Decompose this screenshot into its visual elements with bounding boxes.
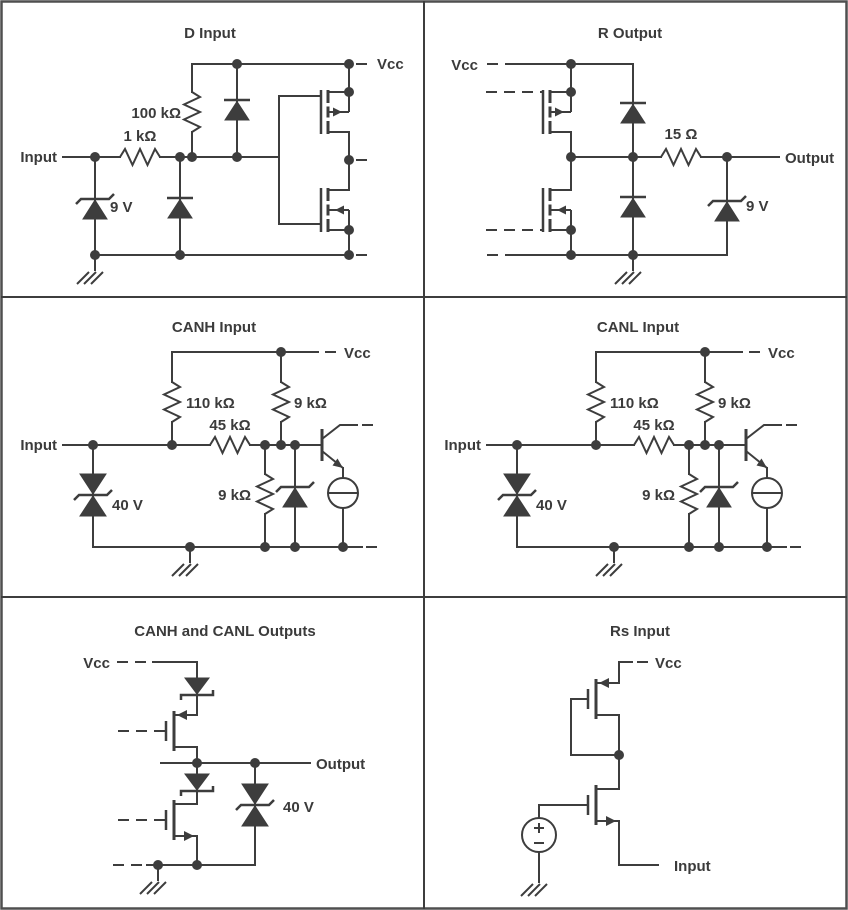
panel-title: CANH Input	[172, 319, 256, 336]
tvs-value: 40 V	[536, 497, 567, 514]
tvs-value: 40 V	[283, 799, 314, 816]
vcc-label: Vcc	[768, 345, 795, 362]
resistor-value: 9 kΩ	[718, 395, 751, 412]
canl-circuit	[487, 347, 804, 576]
input-label: Input	[20, 149, 57, 166]
resistor-symbol	[163, 381, 181, 423]
mosfet-symbol	[319, 186, 351, 234]
resistor-symbol	[119, 148, 161, 166]
panel-title: Rs Input	[610, 623, 670, 640]
panel-title: R Output	[598, 25, 662, 42]
panel-rs-input: Rs Input Vcc Input	[520, 623, 711, 897]
input-label: Input	[444, 437, 481, 454]
resistor-symbol	[209, 436, 251, 454]
resistor-symbol	[183, 91, 201, 133]
panel-title: CANH and CANL Outputs	[134, 623, 315, 640]
junction-dots	[88, 347, 348, 552]
resistor-value: 1 kΩ	[124, 128, 157, 145]
current-source-symbol	[327, 477, 359, 509]
diode-symbol	[618, 195, 648, 219]
resistor-value: 9 kΩ	[294, 395, 327, 412]
panel-title: CANL Input	[597, 319, 679, 336]
ground-symbol	[171, 563, 199, 577]
resistor-value: 9 kΩ	[218, 487, 251, 504]
mosfet-symbol	[586, 783, 621, 828]
voltage-source-symbol	[521, 817, 557, 853]
mosfet-symbol	[586, 676, 621, 721]
resistor-value: 110 kΩ	[610, 395, 659, 412]
vcc-label: Vcc	[655, 655, 682, 672]
resistor-symbol	[272, 381, 290, 423]
mosfet-symbol	[541, 186, 573, 234]
zener-value: 9 V	[746, 198, 769, 215]
junction-dots	[153, 758, 260, 870]
vcc-label: Vcc	[83, 655, 110, 672]
vcc-label: Vcc	[451, 57, 478, 74]
tvs-symbol	[72, 472, 114, 518]
diode-symbol	[165, 196, 195, 220]
resistor-value: 45 kΩ	[209, 417, 250, 434]
can-outputs-circuit	[113, 661, 311, 895]
panel-title: D Input	[184, 25, 236, 42]
ground-symbol	[139, 881, 167, 895]
output-label: Output	[316, 756, 365, 773]
resistor-symbol	[660, 148, 702, 166]
resistor-value: 15 Ω	[665, 126, 698, 143]
d-input-circuit	[62, 59, 372, 285]
vcc-label: Vcc	[344, 345, 371, 362]
resistor-symbol	[256, 473, 274, 515]
panel-canl-input: CANL Input Input Vcc 110 kΩ 9 kΩ 45 kΩ 9…	[444, 319, 804, 576]
ground-symbol	[614, 271, 642, 285]
diode-symbol	[222, 98, 252, 122]
mosfet-symbol	[164, 708, 199, 753]
tvs-value: 40 V	[112, 497, 143, 514]
input-label: Input	[20, 437, 57, 454]
junction-dots	[566, 59, 732, 260]
junction-dot	[614, 750, 624, 760]
panel-d-input: D Input Input Vcc 1 kΩ 100 kΩ 9 V	[20, 25, 404, 285]
mosfet-symbol	[541, 88, 573, 136]
mosfet-symbol	[164, 798, 199, 843]
panel-can-outputs: CANH and CANL Outputs Vcc Output 40 V	[83, 623, 365, 895]
npn-transistor-symbol	[320, 423, 360, 470]
canh-circuit	[62, 347, 380, 577]
r-output-circuit	[486, 59, 780, 285]
resistor-value: 100 kΩ	[131, 105, 181, 122]
panel-canh-input: CANH Input Input Vcc 110 kΩ 9 k	[20, 319, 380, 577]
ground-symbol	[76, 271, 104, 285]
diode-symbol	[618, 101, 648, 125]
input-label: Input	[674, 858, 711, 875]
panel-r-output: R Output Vcc 15 Ω Output 9 V	[451, 25, 834, 285]
resistor-value: 9 kΩ	[642, 487, 675, 504]
mosfet-symbol	[319, 88, 351, 136]
output-label: Output	[785, 150, 834, 167]
zener-value: 9 V	[110, 199, 133, 216]
resistor-value: 45 kΩ	[633, 417, 674, 434]
vcc-label: Vcc	[377, 56, 404, 73]
rs-input-circuit	[520, 661, 659, 897]
resistor-value: 110 kΩ	[186, 395, 235, 412]
ground-symbol	[520, 883, 548, 897]
junction-dots	[90, 59, 354, 260]
tvs-symbol	[234, 782, 276, 828]
